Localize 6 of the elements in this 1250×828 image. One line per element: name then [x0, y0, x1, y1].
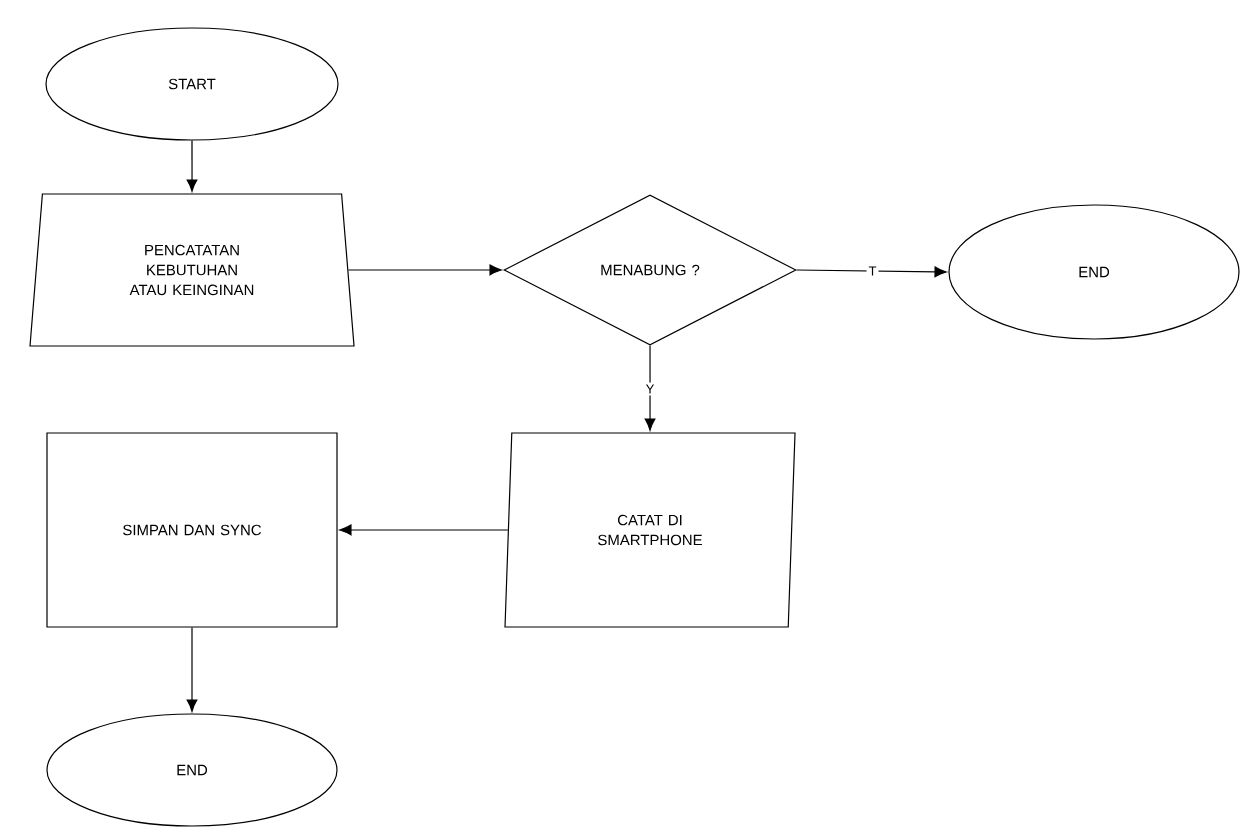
arrow	[186, 627, 198, 712]
arrow	[796, 266, 947, 278]
arrow	[339, 524, 509, 536]
arrow	[347, 264, 502, 276]
arrow	[186, 140, 198, 192]
arrow	[644, 345, 656, 431]
